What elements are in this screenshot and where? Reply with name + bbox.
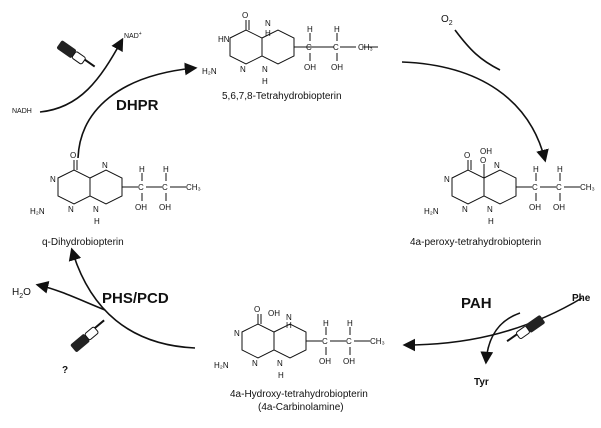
svg-text:OH: OH xyxy=(343,357,355,366)
phe-label: Phe xyxy=(572,293,591,304)
svg-text:N: N xyxy=(50,175,56,184)
label-4a-hydroxy: 4a-Hydroxy-tetrahydrobiopterin xyxy=(230,389,368,400)
svg-text:H: H xyxy=(262,77,268,86)
svg-text:H: H xyxy=(278,371,284,380)
svg-text:N: N xyxy=(68,205,74,214)
label-carbinolamine: (4a-Carbinolamine) xyxy=(258,402,344,413)
svg-text:N: N xyxy=(286,313,292,322)
atoms-hydroxy: O OH N H₂N N N N H H H C OH H C OH CH₃ xyxy=(214,305,385,380)
svg-text:H: H xyxy=(139,165,145,174)
svg-text:OH: OH xyxy=(268,309,280,318)
svg-text:H: H xyxy=(323,319,329,328)
svg-text:C: C xyxy=(322,337,328,346)
svg-text:OH: OH xyxy=(319,357,331,366)
svg-text:N: N xyxy=(487,205,493,214)
molecule-q-dihydrobiopterin xyxy=(57,160,186,205)
svg-text:OH: OH xyxy=(553,203,565,212)
h2o-label: H2O xyxy=(12,287,31,300)
svg-text:O: O xyxy=(70,151,76,160)
atoms-peroxy: O OH O N H₂N N N N H H C OH H C OH CH₃ xyxy=(424,147,595,226)
svg-text:N: N xyxy=(277,359,283,368)
molecule-4a-hydroxy xyxy=(241,314,370,359)
svg-text:CH₃: CH₃ xyxy=(580,183,595,192)
svg-text:H: H xyxy=(94,217,100,226)
enzyme-phs-pcd: PHS/PCD xyxy=(102,290,169,307)
hand-pointer-icon xyxy=(70,319,105,352)
svg-text:H: H xyxy=(265,29,271,38)
label-q-dihydrobiopterin: q-Dihydrobiopterin xyxy=(42,237,124,248)
svg-text:H: H xyxy=(557,165,563,174)
nadh-label: NADH xyxy=(12,108,32,115)
svg-text:H: H xyxy=(533,165,539,174)
svg-text:OH: OH xyxy=(304,63,316,72)
arrow-nadh-to-nad xyxy=(39,37,124,113)
svg-text:O: O xyxy=(464,151,470,160)
svg-text:N: N xyxy=(240,65,246,74)
svg-text:N: N xyxy=(444,175,450,184)
arrow-o2 xyxy=(454,29,501,71)
svg-text:C: C xyxy=(162,183,168,192)
svg-text:H: H xyxy=(488,217,494,226)
svg-text:H: H xyxy=(334,25,340,34)
svg-text:C: C xyxy=(532,183,538,192)
svg-text:N: N xyxy=(102,161,108,170)
arrow-to-h2o xyxy=(35,281,106,311)
enzyme-pah: PAH xyxy=(461,295,492,312)
svg-text:OH: OH xyxy=(529,203,541,212)
svg-text:OH: OH xyxy=(480,147,492,156)
svg-text:C: C xyxy=(306,43,312,52)
svg-text:N: N xyxy=(234,329,240,338)
svg-text:H₂N: H₂N xyxy=(214,361,229,370)
svg-text:CH₃: CH₃ xyxy=(370,337,385,346)
svg-text:H₂N: H₂N xyxy=(202,67,217,76)
svg-text:OH: OH xyxy=(331,63,343,72)
svg-text:OH: OH xyxy=(135,203,147,212)
nad-label: NAD+ xyxy=(124,31,142,40)
svg-text:O: O xyxy=(254,305,260,314)
svg-text:N: N xyxy=(265,19,271,28)
label-tetrahydrobiopterin: 5,6,7,8-Tetrahydrobiopterin xyxy=(222,91,342,102)
svg-text:N: N xyxy=(462,205,468,214)
arrow-pah xyxy=(402,297,583,352)
svg-text:CH₃: CH₃ xyxy=(358,43,373,52)
arrow-phs-pcd xyxy=(68,247,196,349)
atoms-tetrahydro: O HN H₂N N N N H H H C OH H C OH CH₃ xyxy=(202,11,373,86)
arrow-top-right xyxy=(401,61,549,163)
svg-text:H: H xyxy=(163,165,169,174)
o2-label: O2 xyxy=(441,14,453,27)
molecule-tetrahydrobiopterin xyxy=(229,20,378,65)
arrow-dhpr xyxy=(77,62,198,159)
enzyme-dhpr: DHPR xyxy=(116,97,159,114)
svg-text:C: C xyxy=(556,183,562,192)
question-mark: ? xyxy=(62,365,68,376)
svg-text:O: O xyxy=(480,156,486,165)
svg-text:HN: HN xyxy=(218,35,230,44)
hand-pointer-icon xyxy=(57,40,96,68)
svg-text:O: O xyxy=(242,11,248,20)
label-4a-peroxy: 4a-peroxy-tetrahydrobiopterin xyxy=(410,237,541,248)
svg-text:C: C xyxy=(346,337,352,346)
hand-pointer-icon xyxy=(506,315,545,343)
svg-text:C: C xyxy=(333,43,339,52)
svg-text:H: H xyxy=(307,25,313,34)
molecule-4a-peroxy xyxy=(451,160,580,205)
svg-text:OH: OH xyxy=(159,203,171,212)
svg-text:H: H xyxy=(286,321,292,330)
svg-text:C: C xyxy=(138,183,144,192)
tyr-label: Tyr xyxy=(474,377,489,388)
atoms-dihydro: O N H₂N N N N H H C OH H C OH CH₃ xyxy=(30,151,201,226)
svg-text:H₂N: H₂N xyxy=(30,207,45,216)
svg-text:N: N xyxy=(252,359,258,368)
svg-text:N: N xyxy=(93,205,99,214)
svg-text:H₂N: H₂N xyxy=(424,207,439,216)
svg-text:H: H xyxy=(347,319,353,328)
svg-text:N: N xyxy=(262,65,268,74)
arrow-to-tyr xyxy=(480,312,521,365)
svg-text:CH₃: CH₃ xyxy=(186,183,201,192)
svg-text:N: N xyxy=(494,161,500,170)
